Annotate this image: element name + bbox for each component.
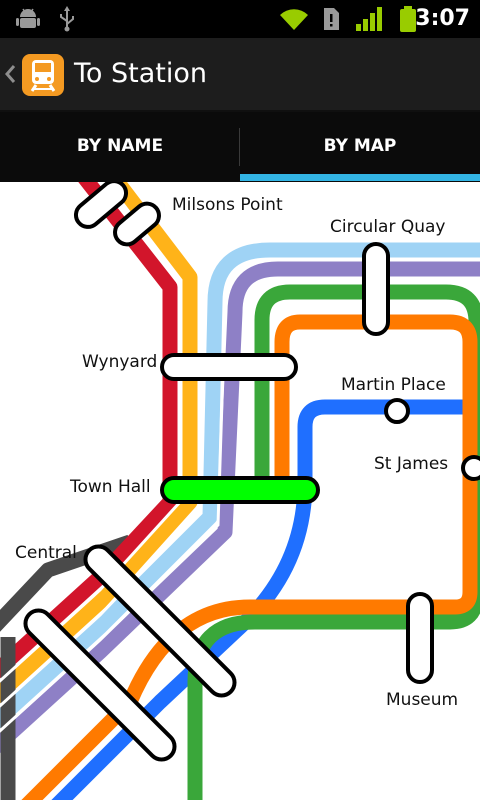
selected-tab-indicator [240, 174, 480, 181]
station-marker-wynyard[interactable] [160, 353, 298, 381]
action-bar: To Station [0, 38, 480, 112]
screen-title: To Station [74, 58, 207, 89]
wifi-icon [278, 0, 310, 38]
station-marker-milsons-point[interactable] [71, 182, 131, 232]
status-clock: 3:07 [415, 6, 470, 31]
line-purple [0, 261, 480, 754]
station-marker-central[interactable] [80, 541, 240, 701]
network-map[interactable]: Milsons Point Circular Quay Wynyard Mart… [0, 182, 480, 800]
train-icon[interactable] [22, 54, 64, 96]
battery-icon [396, 0, 420, 38]
station-label-circular-quay[interactable]: Circular Quay [330, 217, 446, 237]
chevron-left-icon[interactable] [4, 56, 18, 92]
sim-icon [320, 0, 342, 38]
usb-icon [56, 0, 78, 38]
station-marker-martin-place[interactable] [384, 398, 410, 424]
station-label-wynyard[interactable]: Wynyard [82, 352, 157, 372]
android-debug-icon [14, 0, 42, 38]
station-marker-town-hall[interactable] [160, 476, 320, 504]
station-marker-central-2[interactable] [20, 605, 180, 765]
station-label-st-james[interactable]: St James [374, 454, 448, 474]
station-label-milsons-point[interactable]: Milsons Point [172, 195, 283, 215]
tab-by-name[interactable]: BY NAME [76, 136, 164, 156]
tab-divider [239, 128, 240, 166]
station-marker-museum[interactable] [406, 592, 434, 684]
station-marker-circular-quay[interactable] [362, 242, 390, 336]
station-label-museum[interactable]: Museum [386, 690, 458, 710]
station-marker-st-james[interactable] [461, 455, 480, 481]
tab-by-map[interactable]: BY MAP [323, 136, 397, 156]
station-label-martin-place[interactable]: Martin Place [341, 375, 446, 395]
station-label-town-hall[interactable]: Town Hall [69, 477, 151, 497]
station-marker-milsons-point-2[interactable] [110, 199, 164, 250]
station-label-central[interactable]: Central [15, 543, 77, 563]
tab-bar: BY NAME BY MAP [0, 112, 480, 182]
signal-icon [354, 0, 384, 38]
status-bar: 3:07 [0, 0, 480, 38]
